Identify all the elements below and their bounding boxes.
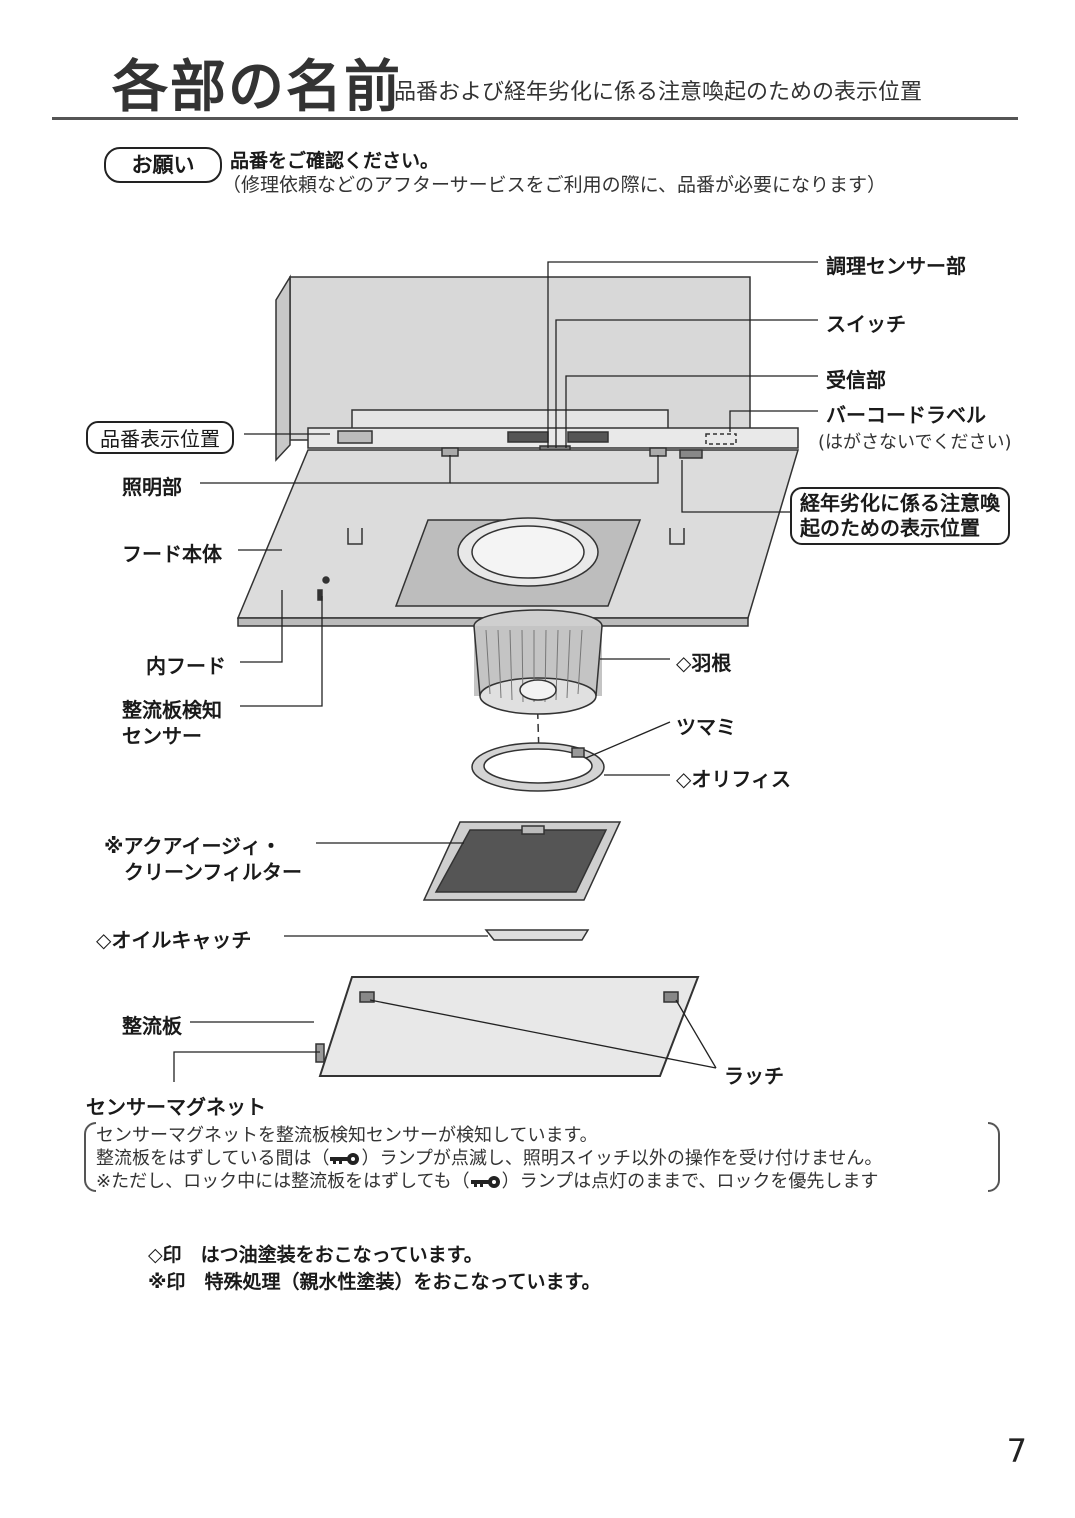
label-hood-body: フード本体	[122, 542, 222, 566]
sensor-note-line2-b: ）ランプが点滅し、照明スイッチ以外の操作を受け付けません。	[361, 1148, 883, 1169]
label-filter-line1: ※アクアイージィ・	[104, 834, 282, 858]
fan-wheel	[473, 609, 603, 715]
label-switch: スイッチ	[826, 312, 906, 336]
label-rectifier-sensor-line1: 整流板検知	[122, 698, 222, 722]
note-paren-left	[84, 1122, 96, 1192]
label-inner-hood: 内フード	[146, 654, 226, 678]
sensor-note-line3-a: ※ただし、ロック中には整流板をはずしても（	[96, 1171, 470, 1192]
label-rectifier-sensor-line2: センサー	[122, 724, 202, 748]
label-rectifier-plate: 整流板	[122, 1014, 182, 1038]
legend-diamond: ◇印 はつ油塗装をおこなっています。	[148, 1244, 483, 1266]
hood-front-strip	[307, 427, 799, 449]
label-barcode-label: バーコードラベル	[826, 403, 986, 427]
label-aging-notice-line2: 起のための表示位置	[800, 516, 980, 540]
label-model-number-position: 品番表示位置	[86, 421, 234, 454]
notice-detail: （修理依頼などのアフターサービスをご利用の際に、品番が必要になります）	[222, 174, 887, 196]
label-lighting: 照明部	[122, 475, 182, 499]
label-sensor-magnet: センサーマグネット	[86, 1095, 266, 1119]
key-icon	[470, 1176, 500, 1188]
page-number: 7	[1006, 1432, 1027, 1470]
label-cooking-sensor: 調理センサー部	[826, 254, 966, 278]
sensor-note-line2-a: 整流板をはずしている間は（	[96, 1148, 330, 1169]
label-oil-catch: ◇オイルキャッチ	[96, 928, 252, 952]
header-rule	[52, 117, 1018, 120]
sensor-note-line3-b: ）ランプは点灯のままで、ロックを優先します	[501, 1171, 879, 1192]
label-fan: ◇羽根	[676, 651, 732, 675]
label-barcode-note: (はがさないでください)	[818, 432, 1012, 453]
label-knob: ツマミ	[676, 715, 736, 739]
note-paren-right	[988, 1122, 1000, 1192]
sensor-note-line3: ※ただし、ロック中には整流板をはずしても（ ）ランプは点灯のままで、ロックを優先し…	[96, 1167, 878, 1193]
notice-badge: お願い	[104, 147, 222, 183]
label-filter-line2: クリーンフィルター	[124, 860, 302, 884]
orifice-ring	[471, 742, 605, 792]
label-orifice: ◇オリフィス	[676, 767, 791, 791]
label-aging-notice-line1: 経年劣化に係る注意喚	[800, 491, 1000, 515]
filter-panel	[422, 821, 622, 901]
page-title: 各部の名前	[112, 55, 402, 120]
sensor-note-line2: 整流板をはずしている間は（ ）ランプが点滅し、照明スイッチ以外の操作を受け付けませ…	[96, 1144, 882, 1170]
oil-catch	[484, 929, 590, 941]
label-aging-notice-position: 経年劣化に係る注意喚 起のための表示位置	[790, 487, 1010, 545]
key-icon	[330, 1153, 360, 1165]
page-subtitle: 品番および経年劣化に係る注意喚起のための表示位置	[394, 80, 923, 105]
sensor-note-line1: センサーマグネットを整流板検知センサーが検知しています。	[96, 1125, 598, 1146]
rectifier-plate	[315, 976, 700, 1077]
label-receiver: 受信部	[826, 368, 886, 392]
notice-heading: 品番をご確認ください。	[230, 150, 440, 172]
legend-asterisk: ※印 特殊処理（親水性塗装）をおこなっています。	[148, 1271, 601, 1293]
label-latch: ラッチ	[724, 1064, 784, 1088]
